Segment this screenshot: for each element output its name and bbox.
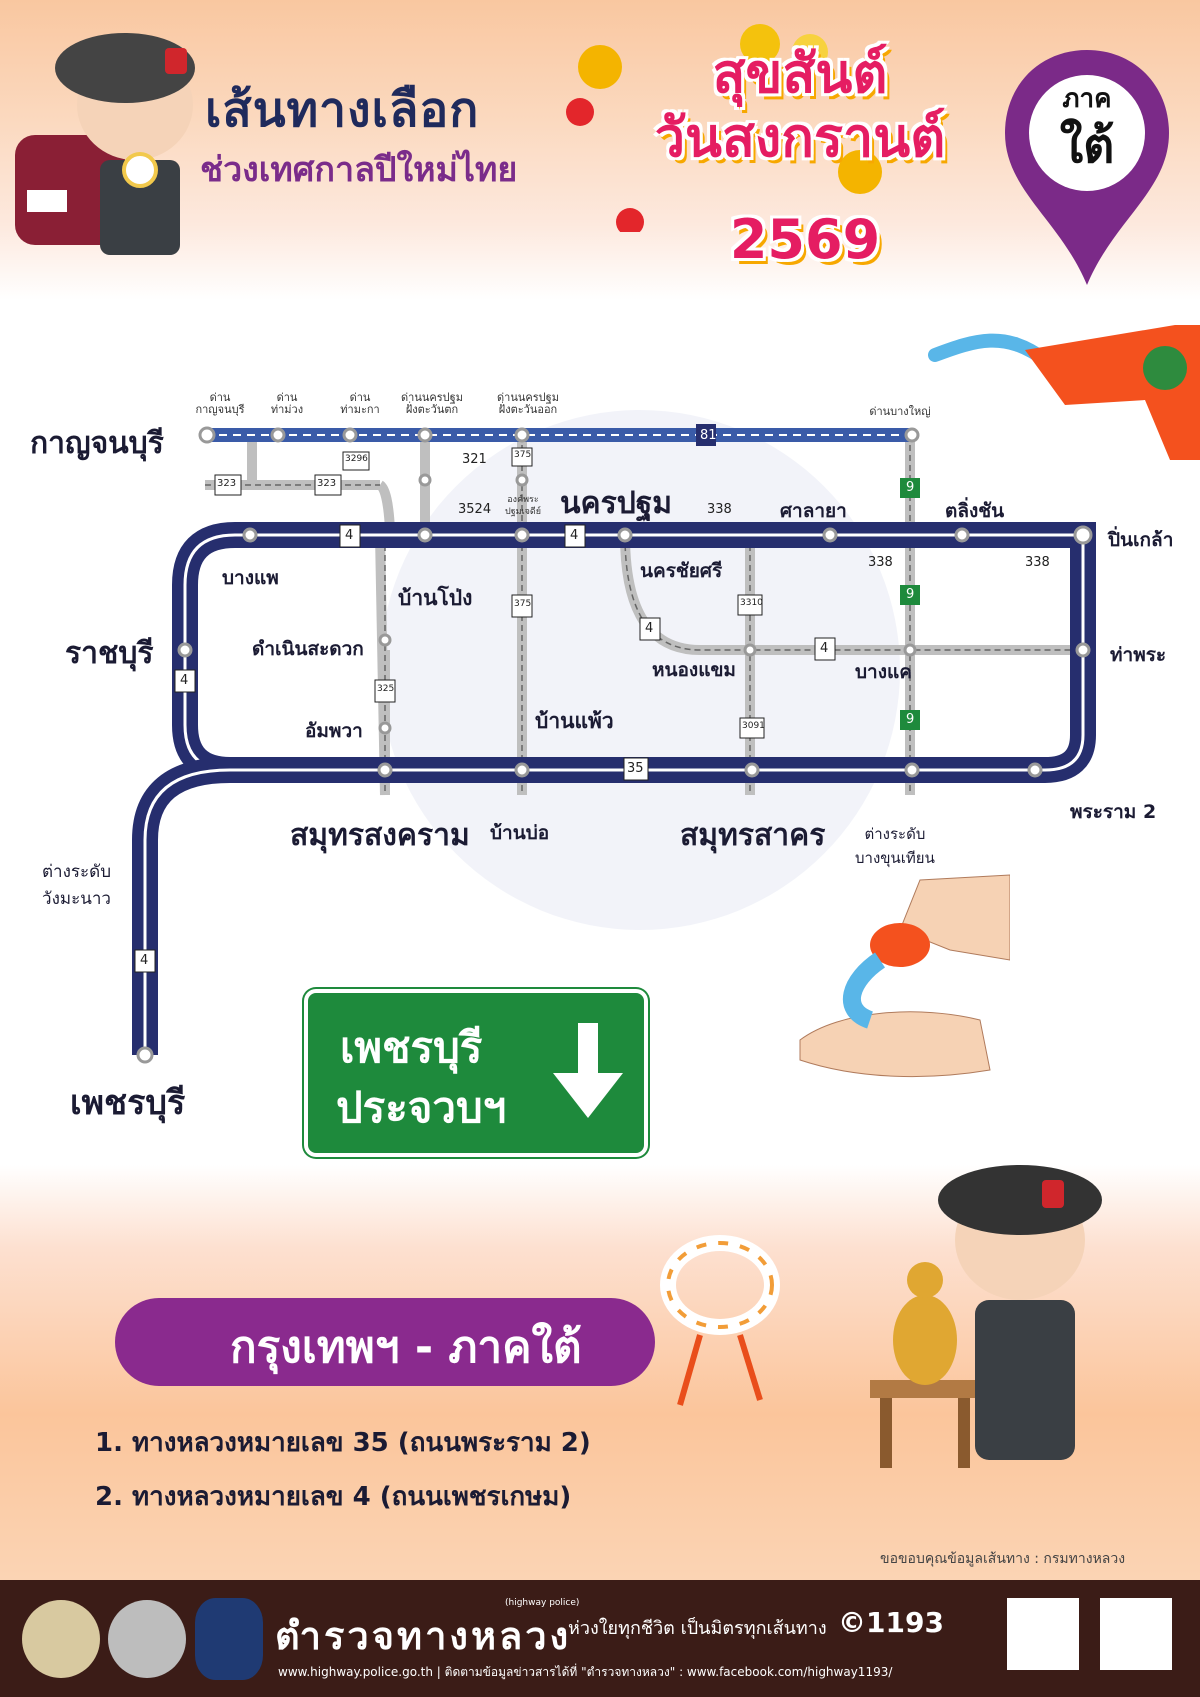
footer-org-name: ตำรวจทางหลวง — [275, 1614, 572, 1658]
page-title: เส้นทางเลือก — [205, 82, 480, 138]
data-credit: ขอขอบคุณข้อมูลเส้นทาง : กรมทางหลวง — [880, 1551, 1126, 1567]
place-nong-khaem: หนองแขม — [652, 659, 736, 681]
place-damnoen-saduak: ดำเนินสะดวก — [252, 638, 364, 660]
footer-slogan: ห่วงใยทุกชีวิต เป็นมิตรทุกเส้นทาง — [568, 1618, 827, 1639]
shield-3310: 3310 — [740, 598, 763, 608]
qr-code-line[interactable] — [1007, 1598, 1079, 1670]
place-bang-khun-thian-interchange: ต่างระดับบางขุนเทียน — [855, 825, 935, 867]
jasmine-garland-illustration — [660, 1235, 780, 1406]
place-ban-phaeo: บ้านแพ้ว — [535, 709, 614, 733]
place-amphawa: อัมพวา — [305, 720, 363, 742]
festival-line-2: วันสงกรานต์ — [654, 106, 946, 169]
province-nakhon-pathom: นครปฐม — [560, 486, 673, 521]
route-banner-title: กรุงเทพฯ - ภาคใต้ — [230, 1322, 582, 1373]
shield-4: 4 — [345, 528, 354, 543]
province-phetchaburi: เพชรบุรี — [70, 1083, 186, 1123]
shield-9: 9 — [906, 587, 915, 602]
road-number-338: 338 — [868, 555, 893, 570]
shield-4: 4 — [645, 621, 654, 636]
map-pin-icon — [1005, 50, 1169, 285]
festival-title: สุขสันต์ วันสงกรานต์ — [590, 42, 1010, 170]
tollgate-label: ด่านนครปฐมฝั่งตะวันตก — [401, 391, 463, 416]
tollgate-label: ด่านท่าม่วง — [270, 391, 304, 416]
road-number-3524: 3524 — [458, 502, 492, 517]
tollgate-label: ด่านบางใหญ่ — [869, 405, 931, 418]
label-phra-pathom-chedi: องค์พระปฐมเจดีย์ — [504, 495, 542, 517]
tollgate-label: ด่านกาญจนบุรี — [195, 391, 245, 416]
road-number-338: 338 — [707, 502, 732, 517]
place-rama-2: พระราม 2 — [1070, 801, 1157, 823]
road-number-321: 321 — [462, 452, 487, 467]
place-pinklao: ปิ่นเกล้า — [1108, 529, 1174, 551]
water-pouring-hands-illustration — [799, 874, 1010, 1078]
route-4-south-branch — [132, 757, 231, 1055]
place-bang-khae: บางแค — [855, 661, 912, 683]
shield-35: 35 — [627, 761, 644, 776]
place-ban-pong: บ้านโป่ง — [398, 586, 473, 610]
royal-seal-logo — [22, 1600, 100, 1678]
shield-3091: 3091 — [742, 721, 765, 731]
shield-325: 325 — [377, 684, 395, 694]
shield-9: 9 — [906, 480, 915, 495]
place-bang-phae: บางแพ — [222, 567, 279, 589]
shield-4: 4 — [180, 673, 189, 688]
shield-9: 9 — [906, 712, 915, 727]
route-map — [132, 410, 1096, 1064]
shield-4: 4 — [570, 528, 579, 543]
footer-hotline: ©1193 — [838, 1606, 944, 1639]
route-item-1: 1. ทางหลวงหมายเลข 35 (ถนนพระราม 2) — [95, 1428, 591, 1458]
footer-org-english: (highway police) — [505, 1598, 580, 1608]
shield-323: 323 — [317, 478, 337, 489]
tollgate-label: ด่านนครปฐมฝั่งตะวันออก — [497, 391, 559, 416]
place-ban-bo: บ้านบ่อ — [490, 822, 550, 844]
road-number-338: 338 — [1025, 555, 1050, 570]
route-junction-nodes — [136, 426, 1093, 1064]
highway-police-logo — [195, 1598, 263, 1680]
shield-375: 375 — [514, 450, 532, 460]
region-pin-label-top: ภาค — [1062, 84, 1112, 114]
province-samut-songkhram: สมุทรสงคราม — [290, 818, 470, 853]
route-item-2: 2. ทางหลวงหมายเลข 4 (ถนนเพชรเกษม) — [95, 1482, 572, 1512]
place-nakhon-chai-si: นครชัยศรี — [640, 560, 723, 582]
place-tha-phra: ท่าพระ — [1110, 644, 1167, 666]
police-mascot-saluting — [15, 33, 195, 255]
place-wang-manao-interchange: ต่างระดับวังมะนาว — [42, 862, 111, 909]
shield-81: 81 — [700, 428, 717, 443]
shield-375: 375 — [514, 599, 532, 609]
place-sala-ya: ศาลายา — [780, 500, 847, 522]
flower-decoration — [566, 24, 882, 232]
water-gun-icon — [928, 325, 1200, 460]
shield-4: 4 — [140, 953, 149, 968]
festival-year: 2569 — [729, 208, 881, 271]
shield-3296: 3296 — [345, 454, 368, 464]
tollgate-label: ด่านท่ามะกา — [340, 391, 380, 416]
officer-bathing-buddha-illustration — [870, 1165, 1102, 1468]
qr-code-facebook[interactable] — [1100, 1598, 1172, 1670]
direction-sign-line-2: ประจวบฯ — [336, 1083, 507, 1132]
direction-sign-line-1: เพชรบุรี — [340, 1023, 483, 1072]
shield-4: 4 — [820, 641, 829, 656]
festival-line-1: สุขสันต์ — [712, 42, 888, 105]
shield-323: 323 — [217, 478, 237, 489]
page-subtitle: ช่วงเทศกาลปีใหม่ไทย — [200, 150, 518, 190]
route-banner — [115, 1298, 655, 1386]
police-seal-logo — [108, 1600, 186, 1678]
region-pin-label-main: ใต้ — [1059, 118, 1115, 174]
arrow-down-icon — [553, 1023, 623, 1118]
province-ratchaburi: ราชบุรี — [65, 636, 154, 671]
place-taling-chan: ตลิ่งชัน — [945, 500, 1005, 522]
province-samut-sakhon: สมุทรสาคร — [680, 818, 826, 853]
footer-links: www.highway.police.go.th | ติดตามข้อมูลข… — [278, 1665, 893, 1679]
route-shields — [134, 424, 920, 973]
province-kanchanaburi: กาญจนบุรี — [30, 426, 164, 461]
